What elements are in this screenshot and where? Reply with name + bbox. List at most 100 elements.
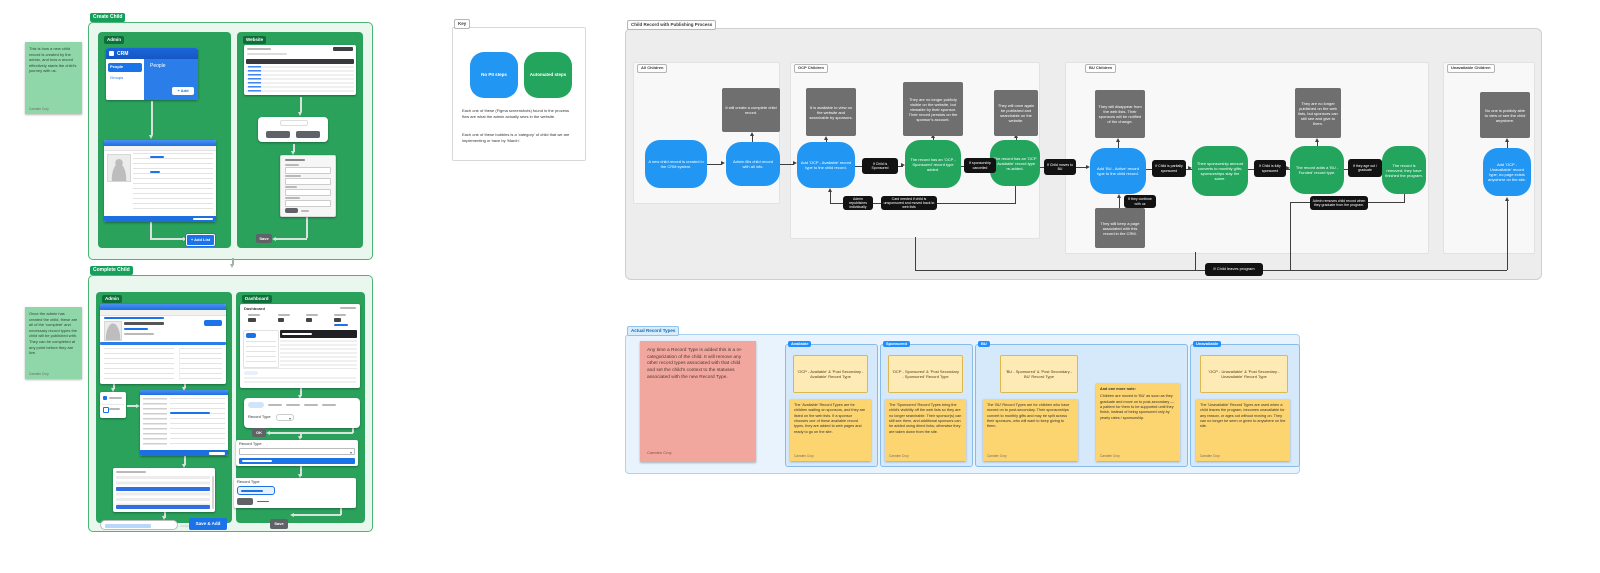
sticky-note-complete[interactable]: Once the admin has created the child, th…: [25, 307, 82, 379]
dialog-button-right[interactable]: [296, 131, 320, 138]
panel-label-admin[interactable]: Admin: [104, 36, 124, 44]
field-input[interactable]: [285, 166, 331, 174]
record-type-note[interactable]: 'OCP - Unavailable' & 'Post Secondary - …: [1200, 355, 1288, 393]
record-card-tab[interactable]: Available: [788, 341, 812, 348]
flow-action-pill[interactable]: Card needed if child is unsponsored and …: [881, 196, 937, 210]
flow-node[interactable]: The record has an 'OCP - Sponsored' reco…: [905, 140, 961, 188]
flow-note[interactable]: They still keep a page associated with t…: [1095, 208, 1145, 248]
ok-button[interactable]: OK: [252, 428, 266, 437]
filter-card-screenshot[interactable]: Record Type ▾: [244, 398, 360, 428]
record-type-select[interactable]: ▾: [276, 413, 294, 421]
select-box[interactable]: ▾: [239, 448, 355, 455]
flow-panel-label-bu[interactable]: BU Children: [1085, 64, 1117, 73]
record-sticky[interactable]: The 'Unavailable' Record Types are used …: [1196, 399, 1290, 461]
cancel-link[interactable]: [301, 209, 309, 212]
person-form-window[interactable]: [104, 140, 216, 222]
record-card-tab[interactable]: Unavailable: [1193, 341, 1222, 348]
type-chip[interactable]: [237, 486, 275, 495]
filter-label-2[interactable]: [286, 404, 300, 406]
save-button[interactable]: Save: [256, 234, 272, 243]
mini-action-card[interactable]: [100, 392, 126, 418]
flow-node[interactable]: Add 'OCP - Unavailable' record type; no …: [1483, 148, 1531, 196]
flow-condition-pill[interactable]: If Child is partially sponsored: [1152, 160, 1186, 177]
edit-form-window[interactable]: [140, 390, 228, 456]
add-link[interactable]: [257, 500, 269, 502]
record-sticky[interactable]: The 'Sponsored' Record Types bring the c…: [885, 399, 966, 461]
panel-label-dashboard[interactable]: Dashboard: [242, 295, 272, 303]
key-title[interactable]: Key: [454, 19, 471, 29]
filter-label-3[interactable]: [304, 404, 318, 406]
flow-node[interactable]: The record is removed; they have finishe…: [1382, 146, 1426, 194]
record-type-note[interactable]: 'OCP - Available' & 'Post Secondary - Av…: [793, 355, 868, 393]
flow-note[interactable]: It will create a complete child record.: [722, 88, 780, 132]
people-table-screenshot[interactable]: [244, 45, 356, 95]
section-title-complete-child[interactable]: Complete Child: [90, 266, 133, 275]
flow-action-pill[interactable]: Admin removes child record when they gra…: [1310, 196, 1368, 210]
record-sticky[interactable]: The 'BU' Record Types are for children w…: [983, 399, 1078, 461]
record-type-note[interactable]: 'BU - Sponsored' & 'Post Secondary - BU'…: [1000, 355, 1078, 393]
flow-note[interactable]: It is available to view on the website a…: [806, 88, 856, 136]
record-type-chip-card[interactable]: Record Type: [234, 478, 356, 508]
scrollbar[interactable]: [211, 476, 214, 509]
flow-condition-pill[interactable]: If sponsorship cancelled: [964, 158, 996, 173]
form-save-button[interactable]: [285, 208, 298, 213]
entry-form-screenshot[interactable]: [280, 155, 336, 217]
flow-note[interactable]: No one is publicly able to view or see t…: [1480, 92, 1530, 138]
flow-panel-label-all[interactable]: All Children: [637, 64, 668, 73]
flow-condition-pill[interactable]: If they age out / graduate: [1348, 159, 1382, 177]
menu-item-groups[interactable]: Groups: [110, 75, 124, 80]
dropdown-list-window[interactable]: [113, 468, 215, 512]
flow-node[interactable]: Their sponsorship amount converts to mon…: [1192, 146, 1248, 196]
key-green-shape[interactable]: Automated steps: [524, 52, 572, 98]
flow-condition-pill[interactable]: If Child is fully sponsored: [1254, 160, 1286, 177]
record-type-dropdown-card[interactable]: Record Type ▾: [236, 440, 358, 466]
menu-item-people[interactable]: People: [108, 63, 142, 72]
panel-label-admin[interactable]: Admin: [102, 295, 122, 303]
dialog-button-left[interactable]: [266, 131, 290, 138]
record-sticky-tall[interactable]: And one more note: Children are moved to…: [1096, 383, 1180, 461]
save-add-button[interactable]: Save & Add: [189, 518, 227, 530]
flow-note[interactable]: They are no longer publicly visible on t…: [903, 82, 963, 136]
key-blue-shape[interactable]: No PII steps: [470, 52, 518, 98]
flow-node[interactable]: Add 'BU - Active' record type to the chi…: [1090, 148, 1146, 194]
search-input[interactable]: [100, 520, 178, 530]
flow-node[interactable]: Admin fills child record with all info.: [726, 142, 780, 186]
crm-nav-screenshot[interactable]: CRM People Groups People + Add: [106, 48, 198, 100]
record-types-title[interactable]: Actual Record Types: [627, 326, 680, 336]
stat-link[interactable]: [334, 324, 348, 326]
selected-row-bottom[interactable]: [116, 505, 210, 509]
flow-note[interactable]: They will disappear from the web lists. …: [1095, 90, 1145, 138]
field-input[interactable]: [285, 188, 331, 196]
filter-label-1[interactable]: [268, 404, 282, 406]
flow-panel-label-ocp[interactable]: OCP Children: [794, 64, 828, 73]
save-button[interactable]: Save: [270, 519, 288, 529]
record-card-tab[interactable]: BU: [978, 341, 990, 348]
pink-sticky-note[interactable]: Any time a Record Type is added this is …: [640, 341, 756, 462]
flow-panel-label-unavailable[interactable]: Unavailable Children: [1447, 64, 1495, 73]
filter-chip-selected[interactable]: [248, 402, 264, 408]
field-select[interactable]: [285, 199, 331, 207]
flow-node[interactable]: Add 'OCP - Available' record type to the…: [797, 142, 855, 188]
record-type-note[interactable]: 'OCP - Sponsored' & 'Post Secondary - Sp…: [888, 355, 963, 393]
add-button[interactable]: + Add: [172, 87, 194, 95]
field-input[interactable]: [285, 177, 331, 185]
flow-condition-pill[interactable]: If they continue with us: [1124, 195, 1156, 208]
person-record-window[interactable]: [100, 304, 226, 384]
flow-leave-pill[interactable]: If Child leaves program: [1205, 263, 1263, 276]
confirm-dialog-screenshot[interactable]: [258, 117, 328, 142]
record-card-tab[interactable]: Sponsored: [883, 341, 910, 348]
section-title-create-child[interactable]: Create Child: [90, 13, 126, 22]
flow-node[interactable]: The record adds a 'BU - Funded' record t…: [1290, 146, 1344, 194]
flow-action-pill[interactable]: Admin republishes individually: [843, 196, 873, 210]
add-list-button[interactable]: + Add List: [186, 234, 215, 246]
filter-label-4[interactable]: [322, 404, 336, 406]
dashboard-screenshot[interactable]: Dashboard: [240, 304, 360, 388]
flow-note[interactable]: They will once again be published and se…: [994, 90, 1038, 136]
flow-node[interactable]: The record has an 'OCP - Available' reco…: [990, 140, 1040, 186]
selected-row[interactable]: [116, 487, 210, 491]
inline-save-button[interactable]: [237, 498, 253, 505]
flow-condition-pill[interactable]: If Child moves to BU: [1044, 159, 1076, 175]
panel-label-website[interactable]: Website: [243, 36, 267, 44]
sticky-note-create[interactable]: This is how a new child record is create…: [25, 42, 82, 114]
